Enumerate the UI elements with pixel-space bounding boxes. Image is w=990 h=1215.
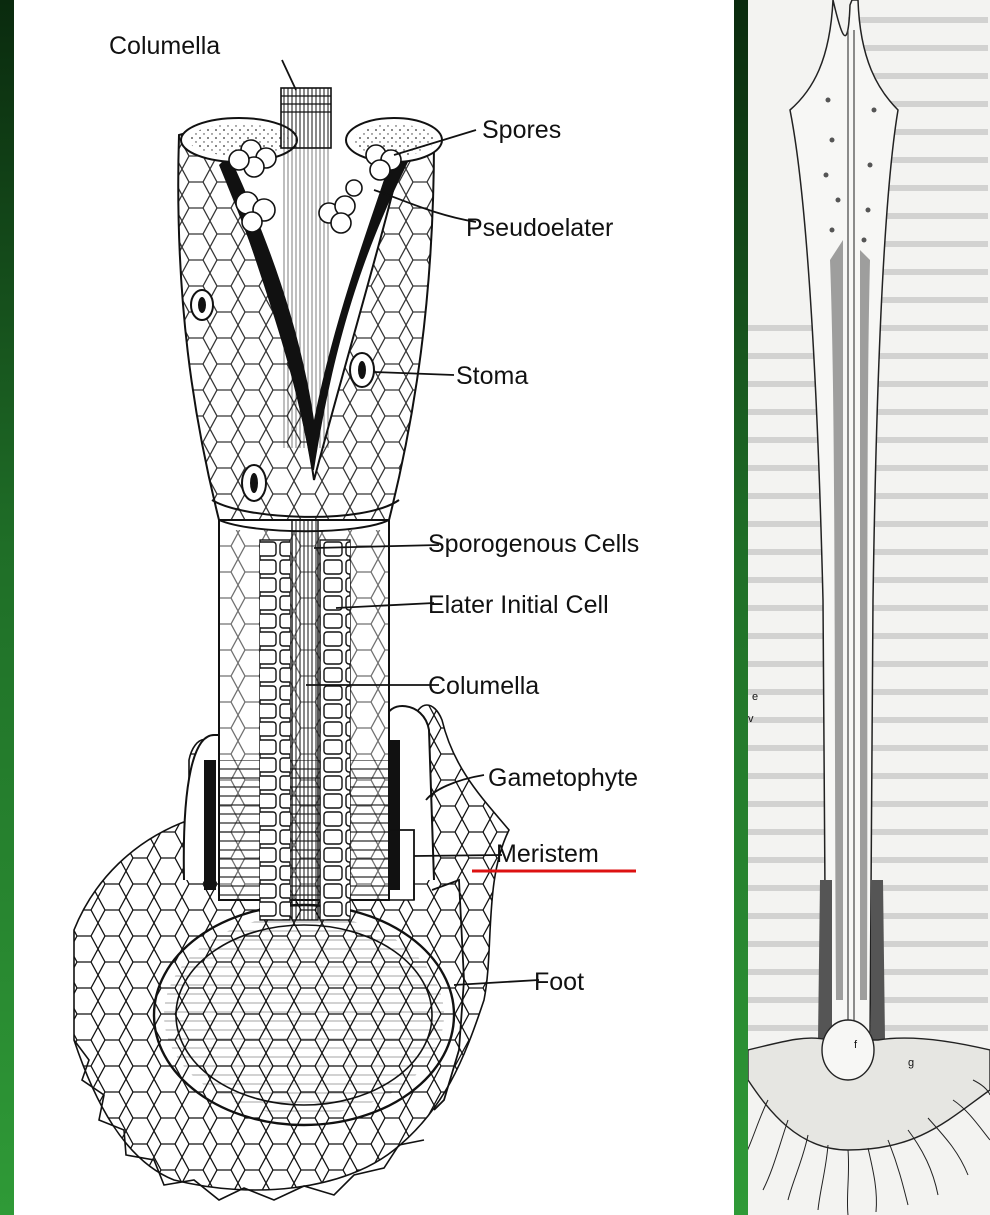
elongated-sporophyte	[790, 0, 898, 1040]
label-sporogenous-cells: Sporogenous Cells	[428, 530, 639, 558]
anthoceros-sporophyte-diagram: Columella Spores Pseudoelater Stoma Spor…	[14, 0, 734, 1215]
sporophyte-illustration: Columella Spores Pseudoelater Stoma Spor…	[14, 0, 734, 1215]
label-elater-initial-cell: Elater Initial Cell	[428, 591, 609, 619]
label-foot: Foot	[534, 968, 584, 996]
sporophyte-body	[219, 520, 389, 920]
label-columella-mid: Columella	[428, 672, 539, 700]
label-columella-top: Columella	[109, 32, 220, 60]
foot	[154, 905, 454, 1125]
label-gametophyte: Gametophyte	[488, 764, 638, 792]
label-meristem: Meristem	[496, 840, 599, 868]
label-e: e	[752, 691, 758, 703]
label-spores: Spores	[482, 116, 561, 144]
gametophyte-base	[748, 1020, 990, 1215]
label-stoma: Stoma	[456, 362, 528, 390]
label-g: g	[908, 1057, 914, 1069]
longitudinal-section-figure: e v f g	[748, 0, 990, 1215]
label-v: v	[748, 713, 754, 725]
section-illustration: e v f g	[748, 0, 990, 1215]
columella-top	[281, 88, 331, 448]
label-pseudoelater: Pseudoelater	[466, 214, 613, 242]
